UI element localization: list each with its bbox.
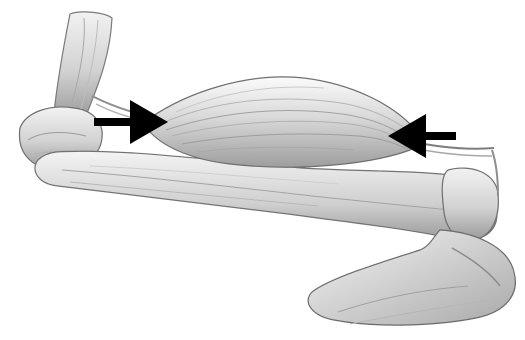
wrist-joint — [442, 150, 498, 240]
humerus-bone — [54, 12, 112, 119]
hand — [308, 230, 515, 325]
biceps-muscle — [146, 77, 417, 167]
